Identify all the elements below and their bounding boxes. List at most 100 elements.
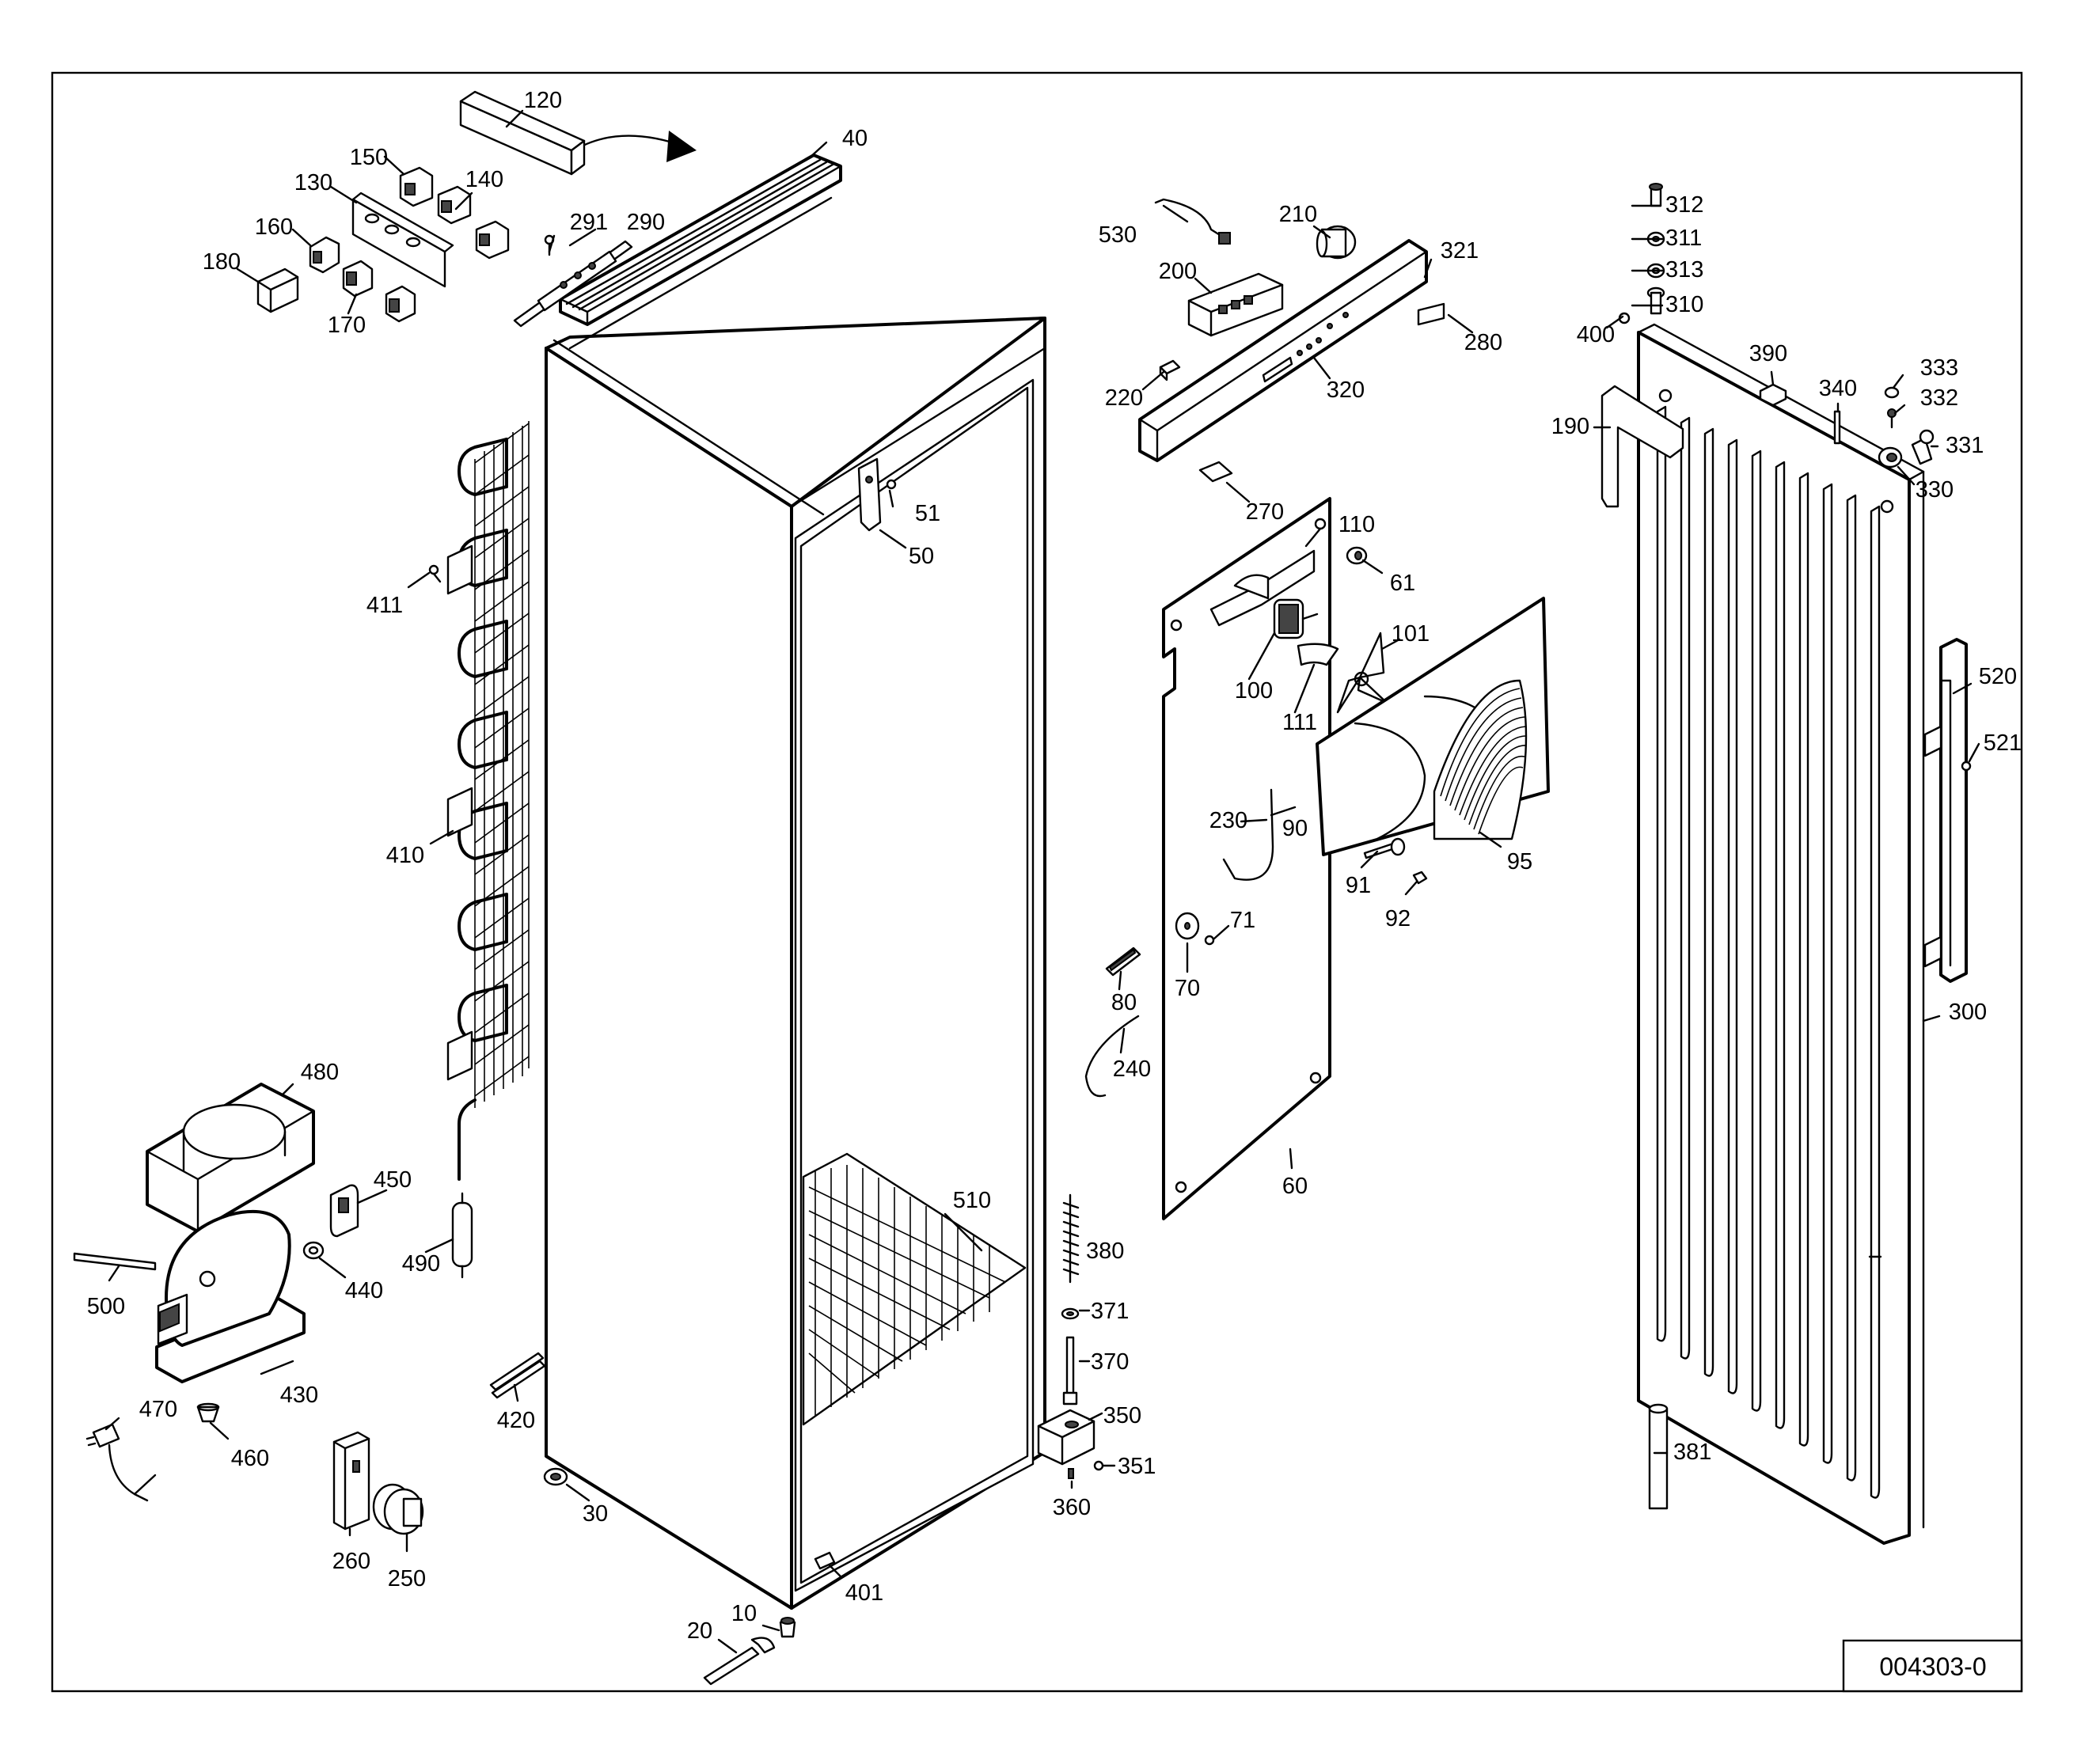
power-cable-470 [85,1423,157,1502]
callout-470: 470 [139,1397,177,1422]
screw-351 [1093,1460,1104,1471]
callout-411: 411 [366,593,403,618]
callout-51: 51 [915,501,940,526]
callout-420: 420 [497,1408,535,1433]
hinge-top-50 [857,457,882,532]
callout-401: 401 [845,1580,883,1606]
lamp-210 [1316,225,1357,260]
callout-20: 20 [687,1618,712,1644]
washer-371 [1061,1307,1080,1320]
bracket-111 [1297,643,1339,666]
plate-130 [351,192,454,288]
callout-530: 530 [1099,222,1137,248]
callout-280: 280 [1464,330,1502,355]
callout-110: 110 [1338,512,1375,537]
cover-280 [1417,302,1445,326]
callout-200: 200 [1159,259,1197,284]
nut-92 [1412,871,1428,885]
title-block: 004303-0 [1842,1639,2023,1693]
callout-70: 70 [1175,976,1200,1001]
callout-92: 92 [1385,906,1411,931]
callout-91: 91 [1346,873,1371,898]
callout-351: 351 [1118,1454,1156,1479]
motor-100 [1273,598,1319,639]
callout-360: 360 [1053,1495,1091,1520]
compressor-430 [155,1209,306,1383]
pin-370 [1062,1336,1078,1406]
callout-180: 180 [203,249,241,275]
cover-120 [459,90,586,176]
grommet-440 [302,1241,325,1260]
door-300 [1637,323,1925,1545]
drawing-frame [51,71,2023,1693]
callout-30: 30 [583,1501,608,1527]
bolt-312 [1649,183,1663,207]
callout-95: 95 [1507,849,1532,874]
wire-530 [1154,198,1231,245]
panel-60 [1162,497,1331,1220]
bracket-110 [1209,549,1316,627]
callout-210: 210 [1279,202,1317,227]
pin-340 [1833,410,1841,445]
callout-260: 260 [332,1549,370,1574]
callout-150: 150 [350,145,388,170]
foot-30 [543,1467,568,1486]
clip-61 [1346,546,1368,565]
spring-380 [1062,1193,1080,1284]
cap-180 [256,267,299,313]
callout-120: 120 [524,88,562,113]
callout-190: 190 [1551,414,1589,439]
callout-101: 101 [1392,621,1430,647]
callout-90: 90 [1282,816,1308,841]
light-strip-290 [513,240,633,328]
drawing-number: 004303-0 [1879,1652,1986,1681]
washer-333 [1884,386,1900,399]
screw-10 [779,1617,796,1638]
callout-313: 313 [1665,257,1703,283]
screw-332 [1887,408,1897,429]
callout-370: 370 [1091,1349,1129,1375]
callout-450: 450 [374,1167,412,1193]
callout-61: 61 [1390,571,1415,596]
switch-140b [475,220,510,260]
callout-320: 320 [1327,377,1365,403]
rod-420 [489,1352,546,1399]
callout-50: 50 [909,544,934,569]
callout-10: 10 [731,1601,757,1626]
callout-40: 40 [842,126,868,151]
callout-321: 321 [1441,238,1479,264]
callout-160: 160 [255,214,293,240]
wrench-20 [703,1637,776,1686]
relay-250 [372,1483,424,1535]
screw-51 [886,479,897,490]
callout-311: 311 [1665,226,1702,251]
callout-240: 240 [1113,1057,1151,1082]
callout-510: 510 [953,1188,991,1213]
callout-440: 440 [345,1278,383,1303]
knob-220 [1159,359,1181,381]
tray-480 [146,1083,315,1233]
bolt-310 [1646,286,1665,315]
screw-91 [1363,837,1406,859]
callout-270: 270 [1246,499,1284,525]
switch-170a [342,260,374,298]
switch-160 [309,236,340,274]
switch-140a [437,185,472,225]
cover-270 [1198,461,1233,483]
callout-331: 331 [1946,433,1984,458]
lock-330 [1878,446,1903,469]
callout-100: 100 [1235,678,1273,704]
callout-521: 521 [1984,730,2022,756]
callout-170: 170 [328,313,366,338]
callout-labels: 120 40 150 140 130 160 290 291 180 170 5… [87,88,2022,1644]
callout-310: 310 [1665,292,1703,317]
callout-390: 390 [1749,341,1787,366]
clip-80 [1105,946,1141,977]
bush-381 [1648,1403,1669,1510]
callout-460: 460 [231,1446,269,1471]
callout-230: 230 [1209,808,1247,833]
handle-520 [1923,638,1968,983]
callout-500: 500 [87,1294,125,1319]
switch-170b [385,285,416,323]
